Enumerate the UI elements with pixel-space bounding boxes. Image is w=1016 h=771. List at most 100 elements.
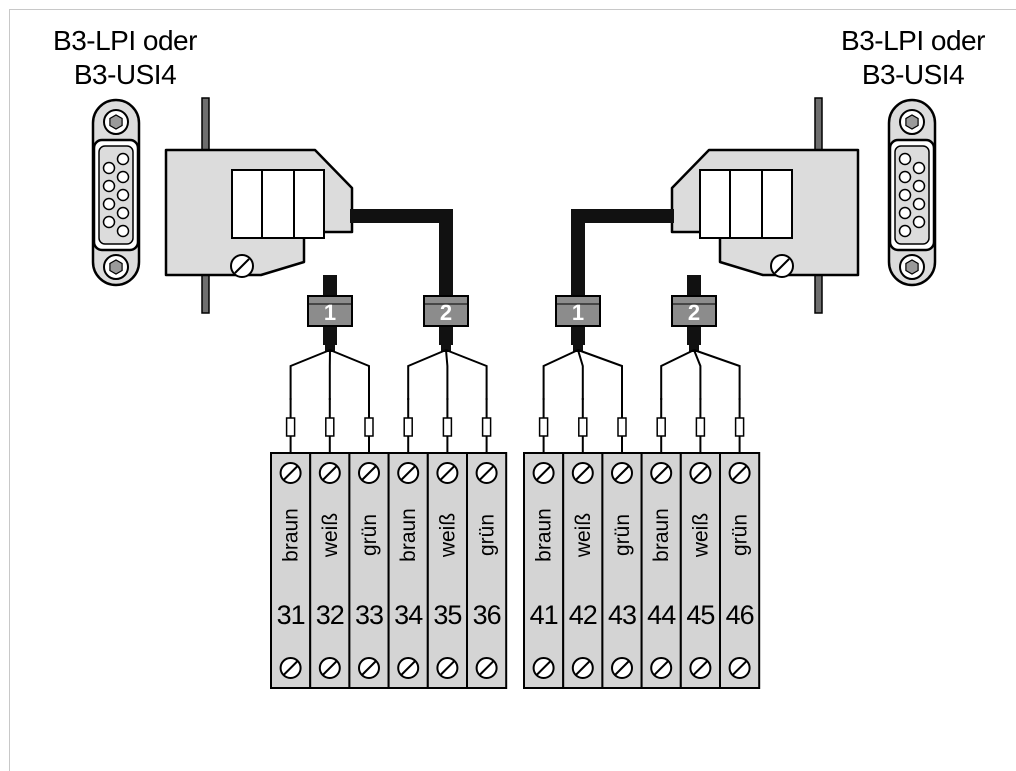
fan-wire (693, 349, 702, 400)
terminal-screw-slot (322, 660, 338, 676)
cable-tag-label: 2 (688, 300, 700, 325)
terminal-screw-slot (282, 465, 299, 481)
cable-tag: 1 (307, 295, 353, 327)
sub-d-connector-left (164, 97, 354, 314)
port-pin (898, 224, 912, 238)
fan-wire (577, 349, 623, 400)
connector-window (699, 169, 793, 239)
port-pin (102, 197, 116, 211)
cable-tag: 2 (671, 295, 717, 327)
port-pin (898, 206, 912, 220)
terminal-number: 44 (647, 600, 676, 630)
fan-wire (577, 349, 584, 400)
fan-wire (289, 349, 331, 400)
hex-screw-icon (109, 114, 123, 130)
hex-screw-icon (905, 259, 919, 275)
screw-slot (774, 258, 790, 274)
port-pin (116, 206, 130, 220)
wire-color-label: weiß (319, 513, 342, 558)
fan-wire (445, 349, 488, 400)
wire-color-label: grün (476, 514, 499, 556)
connector-window (231, 169, 325, 239)
wire-ferrule (538, 417, 549, 437)
wire-color-label: grün (611, 514, 634, 556)
db9-port-icon-left (91, 98, 141, 287)
terminal-screw-slot (535, 465, 552, 481)
wire-ferrule (481, 417, 492, 437)
wire-color-label: grün (729, 514, 752, 556)
terminal-number: 33 (355, 600, 383, 630)
fan-wire (329, 349, 370, 400)
terminal-screw-slot (731, 660, 748, 676)
fan-out-left (289, 345, 488, 400)
terminal-screw-slot (478, 660, 495, 676)
port-pin (116, 170, 130, 184)
terminal (679, 452, 721, 689)
terminal-screw-slot (614, 660, 630, 676)
terminal-number: 35 (433, 600, 461, 630)
wire-color-label: weiß (572, 513, 595, 558)
fan-wire (445, 349, 449, 400)
port-pin (102, 179, 116, 193)
terminal-screw-slot (653, 465, 669, 481)
port-pin (912, 161, 926, 175)
device-label-right: B3-LPI oder B3-USI4 (828, 24, 998, 92)
port-pin (898, 188, 912, 202)
terminal-screw-slot (478, 465, 495, 481)
terminal-screw-slot (575, 465, 591, 481)
db9-port-icon-right (887, 98, 937, 287)
wire-color-label: grün (358, 514, 381, 556)
wire-ferrule (442, 417, 453, 437)
device-label-left: B3-LPI oder B3-USI4 (40, 24, 210, 92)
cable-tag: 2 (423, 295, 469, 327)
terminal-number: 32 (316, 600, 344, 630)
terminal (719, 452, 761, 689)
fan-out-right (542, 345, 741, 400)
terminal-screw-slot (731, 465, 748, 481)
terminal-screw-slot (322, 465, 338, 481)
terminal (348, 452, 390, 689)
screw-slot (234, 258, 250, 274)
terminal (309, 452, 351, 689)
terminal-number: 34 (394, 600, 423, 630)
port-pin (116, 152, 130, 166)
terminal-screw-slot (614, 465, 630, 481)
terminal (562, 452, 604, 689)
terminal-screw-slot (692, 465, 709, 481)
cable-tag-label: 1 (572, 300, 584, 325)
terminal-blocks: braun31weiß32grün33braun34weiß35grün36br… (270, 398, 761, 689)
wire-ferrule (403, 417, 413, 437)
terminal-number: 41 (530, 600, 558, 630)
terminal-number: 36 (473, 600, 501, 630)
device-label-left-line2: B3-USI4 (73, 59, 177, 90)
wire-ferrule (325, 417, 335, 437)
wire-ferrule (364, 417, 374, 437)
wire-ferrule (285, 417, 296, 437)
hex-screw-icon (905, 114, 919, 130)
cable-tag-sleeve (555, 295, 601, 327)
terminal-number: 42 (569, 600, 597, 630)
fan-wire (660, 349, 695, 400)
terminal-screw-slot (653, 660, 669, 676)
cable-tag-label: 1 (324, 300, 336, 325)
terminal-screw-slot (575, 660, 591, 676)
sub-d-connector-right (670, 97, 860, 314)
terminal (601, 452, 643, 689)
wire-color-label: braun (397, 508, 420, 562)
terminal (270, 452, 312, 689)
terminal-screw-slot (400, 465, 416, 481)
wire-color-label: braun (650, 508, 673, 562)
device-label-right-line1: B3-LPI oder (841, 25, 985, 56)
device-label-left-line1: B3-LPI oder (53, 25, 197, 56)
port-pin (102, 215, 116, 229)
terminal (426, 452, 468, 689)
terminal-number: 43 (608, 600, 636, 630)
wire-ferrule (578, 417, 588, 437)
fan-wire (542, 349, 579, 400)
terminal-screw-slot (361, 660, 377, 676)
terminal (640, 452, 682, 689)
cable-tag-label: 2 (440, 300, 452, 325)
hex-screw-icon (109, 259, 123, 275)
port-pin (898, 152, 912, 166)
device-label-right-line2: B3-USI4 (861, 59, 965, 90)
